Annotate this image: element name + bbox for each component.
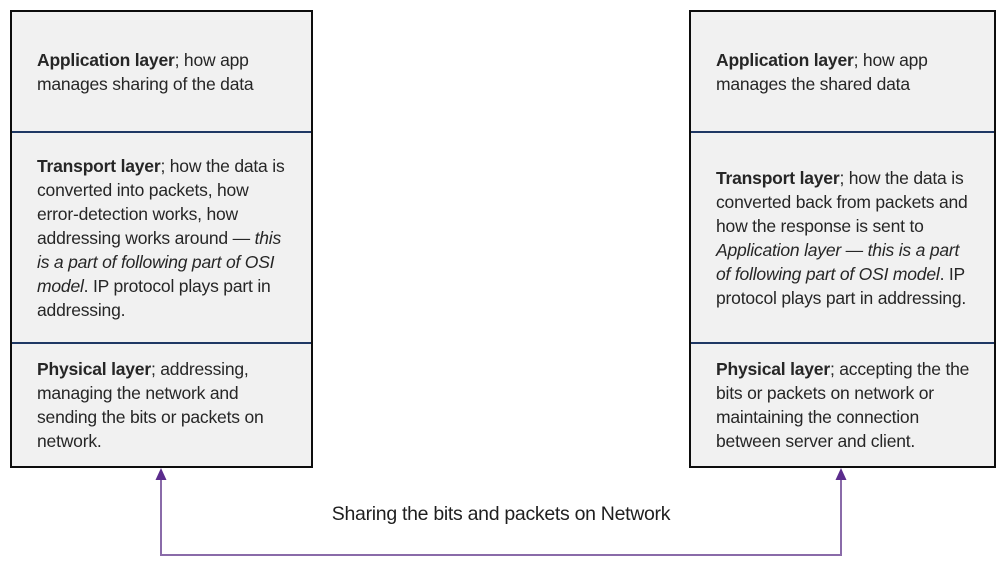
left-arrowhead-icon	[155, 468, 167, 480]
server-application-layer-section: Application layer; how app manages the s…	[691, 12, 994, 131]
client-physical-layer-text: Physical layer; addressing, managing the…	[37, 359, 264, 451]
client-osi-box: Application layer; how app manages shari…	[10, 10, 313, 468]
server-physical-layer-section: Physical layer; accepting the the bits o…	[691, 342, 994, 466]
connector-label: Sharing the bits and packets on Network	[331, 503, 671, 525]
right-arrowhead-icon	[835, 468, 847, 480]
server-physical-layer-text: Physical layer; accepting the the bits o…	[716, 359, 970, 451]
client-transport-layer-text: Transport layer; how the data is convert…	[37, 155, 285, 320]
server-transport-layer-section: Transport layer; how the data is convert…	[691, 131, 994, 342]
server-osi-box: Application layer; how app manages the s…	[689, 10, 996, 468]
server-application-layer-text: Application layer; how app manages the s…	[716, 49, 928, 94]
client-transport-layer-section: Transport layer; how the data is convert…	[12, 131, 311, 342]
client-physical-layer-section: Physical layer; addressing, managing the…	[12, 342, 311, 466]
client-application-layer-section: Application layer; how app manages shari…	[12, 12, 311, 131]
client-application-layer-text: Application layer; how app manages shari…	[37, 49, 254, 94]
server-transport-layer-text: Transport layer; how the data is convert…	[716, 167, 968, 308]
